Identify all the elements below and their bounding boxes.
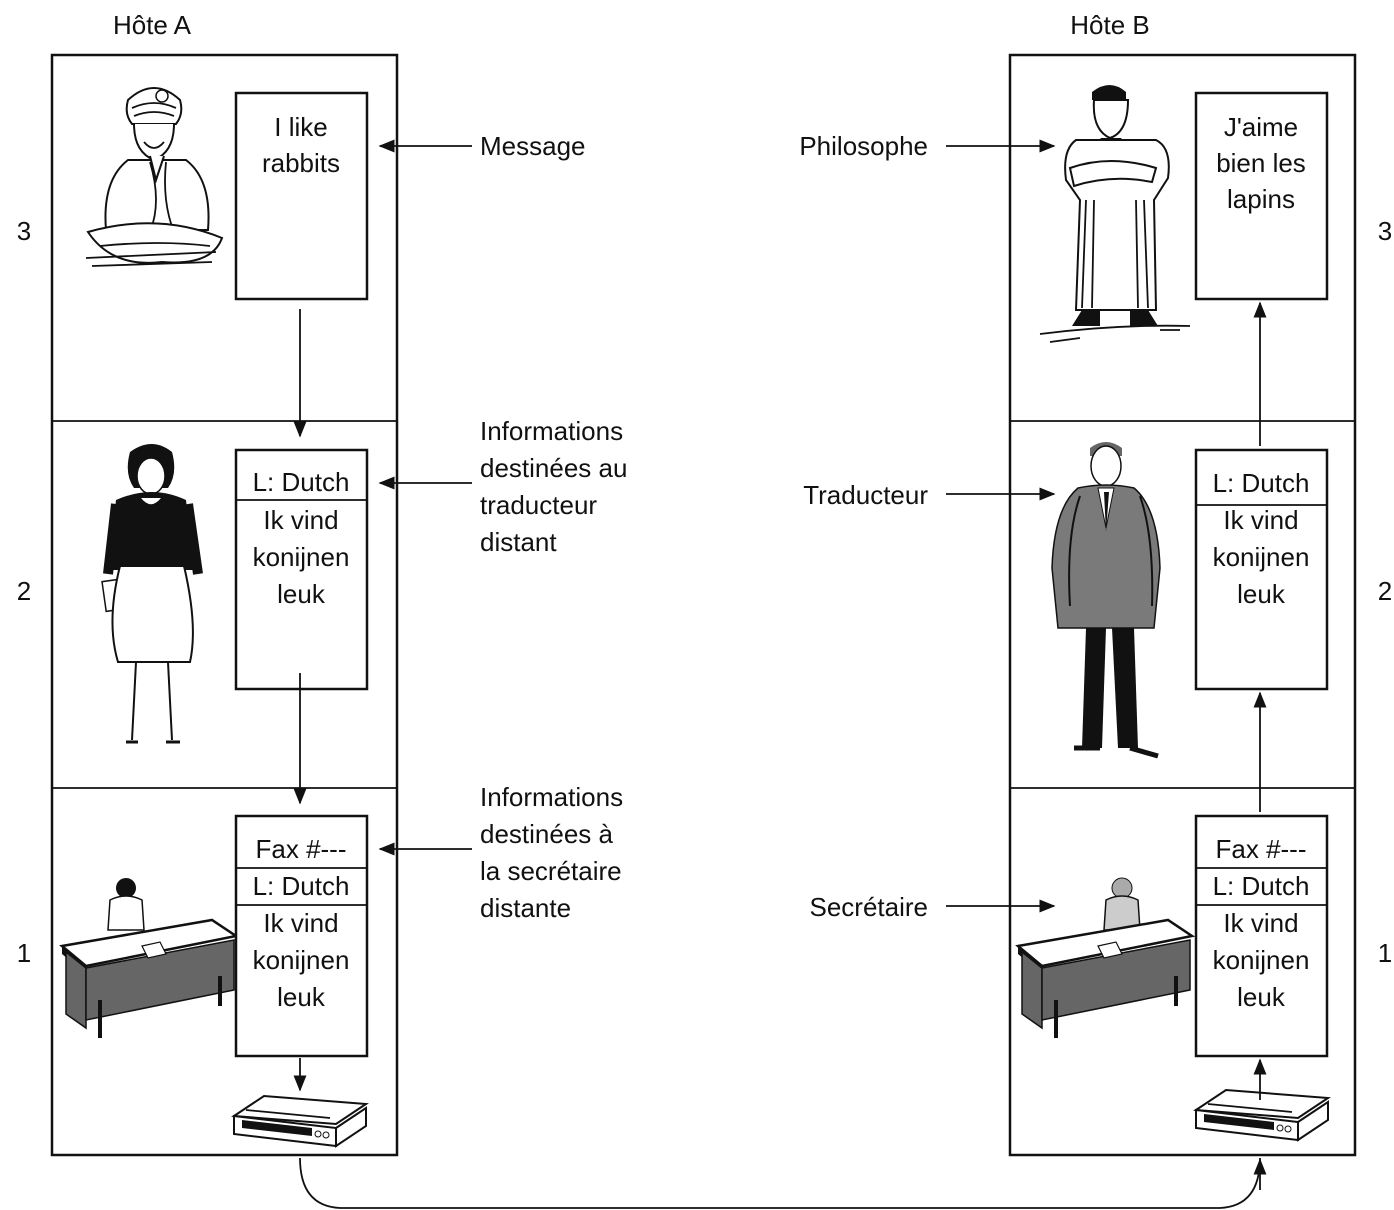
annotation-info-secretary-3: la secrétaire [480,856,622,886]
host-b-title: Hôte B [1070,10,1150,40]
layer-number-right-1: 1 [1378,938,1392,968]
secretary-desk-icon-b [1015,877,1196,1038]
host-a-l2-line-1: Ik vind [263,505,338,535]
host-a-l1-line-2: konijnen [253,945,350,975]
annotation-info-secretary-2: destinées à [480,819,614,849]
host-b-l2-box [1194,448,1329,691]
host-a-l2-line-3: leuk [277,579,326,609]
translator-man-icon [1051,442,1161,759]
annotation-info-translator-2: destinées au [480,453,627,483]
annotation-info-translator-3: traducteur [480,490,597,520]
host-a-l3-line-2: rabbits [262,148,340,178]
host-a-l3-line-1: I like [274,112,327,142]
sage-figure-icon [85,87,224,267]
host-b-l1-header-2: L: Dutch [1213,871,1310,901]
annotation-info-translator-1: Informations [480,416,623,446]
host-b-l2-line-1: Ik vind [1223,505,1298,535]
host-a-l1-line-1: Ik vind [263,908,338,938]
philosopher-figure-icon [1039,85,1191,343]
fax-machine-icon-a [231,1094,369,1148]
layer-number-right-2: 2 [1378,576,1392,606]
host-a-l2-box [234,448,369,691]
fax-machine-icon-b [1193,1088,1331,1142]
host-b-l2-line-2: konijnen [1213,542,1310,572]
layer-number-left-1: 1 [17,938,31,968]
layer-number-left-3: 3 [17,216,31,246]
annotation-info-secretary-1: Informations [480,782,623,812]
host-b-l2-header: L: Dutch [1213,468,1310,498]
translator-woman-icon [101,444,203,744]
host-b-l1-header-1: Fax #--- [1216,834,1307,864]
host-a-title: Hôte A [113,10,192,40]
annotation-message: Message [480,131,586,161]
layer-number-left-2: 2 [17,576,31,606]
host-b-l2-line-3: leuk [1237,579,1286,609]
host-b-l3-line-3: lapins [1227,184,1295,214]
role-philosopher: Philosophe [799,131,928,161]
host-b-l3-message-box [1194,91,1329,301]
layer-number-right-3: 3 [1378,216,1392,246]
host-b-l1-line-3: leuk [1237,982,1286,1012]
role-translator: Traducteur [803,480,928,510]
annotation-info-translator-4: distant [480,527,557,557]
host-a-l3-message-box [234,91,369,301]
host-b-l1-line-2: konijnen [1213,945,1310,975]
host-a-l1-header-1: Fax #--- [256,834,347,864]
host-a-l2-line-2: konijnen [253,542,350,572]
host-a-l1-line-3: leuk [277,982,326,1012]
host-b-l1-line-1: Ik vind [1223,908,1298,938]
role-secretary: Secrétaire [810,892,929,922]
host-a-l2-header: L: Dutch [253,467,350,497]
physical-link [299,1157,1261,1209]
host-b-l3-line-2: bien les [1216,148,1306,178]
host-b-l3-line-1: J'aime [1224,112,1298,142]
annotation-info-secretary-4: distante [480,893,571,923]
host-a-l1-header-2: L: Dutch [253,871,350,901]
host-a-l1-box [234,814,369,1058]
host-b-l1-box [1194,814,1329,1058]
